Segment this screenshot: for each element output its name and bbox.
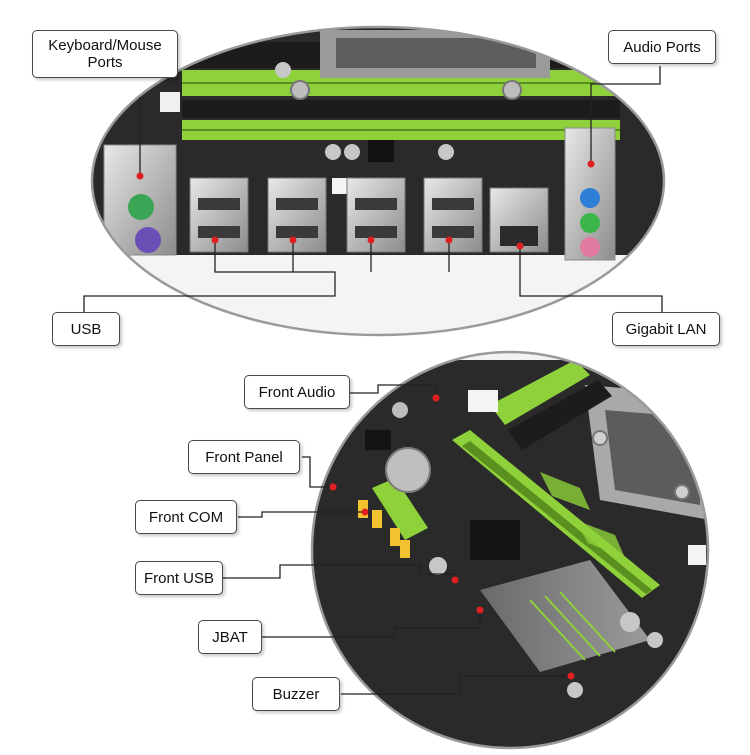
label-front-com: Front COM xyxy=(135,500,237,534)
label-usb: USB xyxy=(52,312,120,346)
bottom-cpu-socket xyxy=(585,385,708,520)
marker-dot-jbat xyxy=(476,606,484,614)
audio-line-in-icon xyxy=(580,188,600,208)
top-ellipse-border xyxy=(90,25,666,337)
audio-line-out-icon xyxy=(580,213,600,233)
marker-dot-usb-3 xyxy=(367,236,375,244)
label-jbat: JBAT xyxy=(198,620,262,654)
pcie-x1-slot xyxy=(372,478,428,540)
internal-headers-view xyxy=(310,350,710,750)
bottom-components xyxy=(365,402,706,698)
ps2-keyboard-port-icon xyxy=(128,194,154,220)
label-front-audio: Front Audio xyxy=(244,375,350,409)
top-capacitors xyxy=(160,62,454,194)
label-audio-ports: Audio Ports xyxy=(608,30,716,64)
marker-dots xyxy=(136,160,595,680)
marker-dot-front-usb xyxy=(451,576,459,584)
marker-dot-buzzer xyxy=(567,672,575,680)
marker-dot-usb-4 xyxy=(445,236,453,244)
marker-dot-usb-1 xyxy=(211,236,219,244)
marker-dot-audio xyxy=(587,160,595,168)
marker-dot-lan xyxy=(516,242,524,250)
usb-port-stacks xyxy=(189,177,483,253)
label-front-panel: Front Panel xyxy=(188,440,300,474)
label-gigabit-lan: Gigabit LAN xyxy=(612,312,720,346)
chipset-heatsink xyxy=(480,560,650,672)
marker-dot-front-panel xyxy=(329,483,337,491)
bottom-circle-border xyxy=(310,350,710,750)
lan-port xyxy=(489,187,549,253)
front-com-header xyxy=(358,500,410,558)
ps2-mouse-port-icon xyxy=(135,227,161,253)
label-front-usb: Front USB xyxy=(135,561,223,595)
audio-mic-icon xyxy=(580,237,600,257)
audio-port-bracket xyxy=(564,127,616,261)
pcie-slot xyxy=(452,430,660,598)
rear-io-view xyxy=(90,25,666,337)
cmos-battery-icon xyxy=(385,447,431,493)
marker-dot-front-com xyxy=(361,508,369,516)
label-buzzer: Buzzer xyxy=(252,677,340,711)
leader-lines xyxy=(83,66,663,695)
bottom-dimm-slots xyxy=(468,360,612,450)
marker-dot-front-audio xyxy=(432,394,440,402)
label-keyboard-mouse-ports: Keyboard/Mouse Ports xyxy=(32,30,178,78)
marker-dot-usb-2 xyxy=(289,236,297,244)
marker-dot-kbm xyxy=(136,172,144,180)
